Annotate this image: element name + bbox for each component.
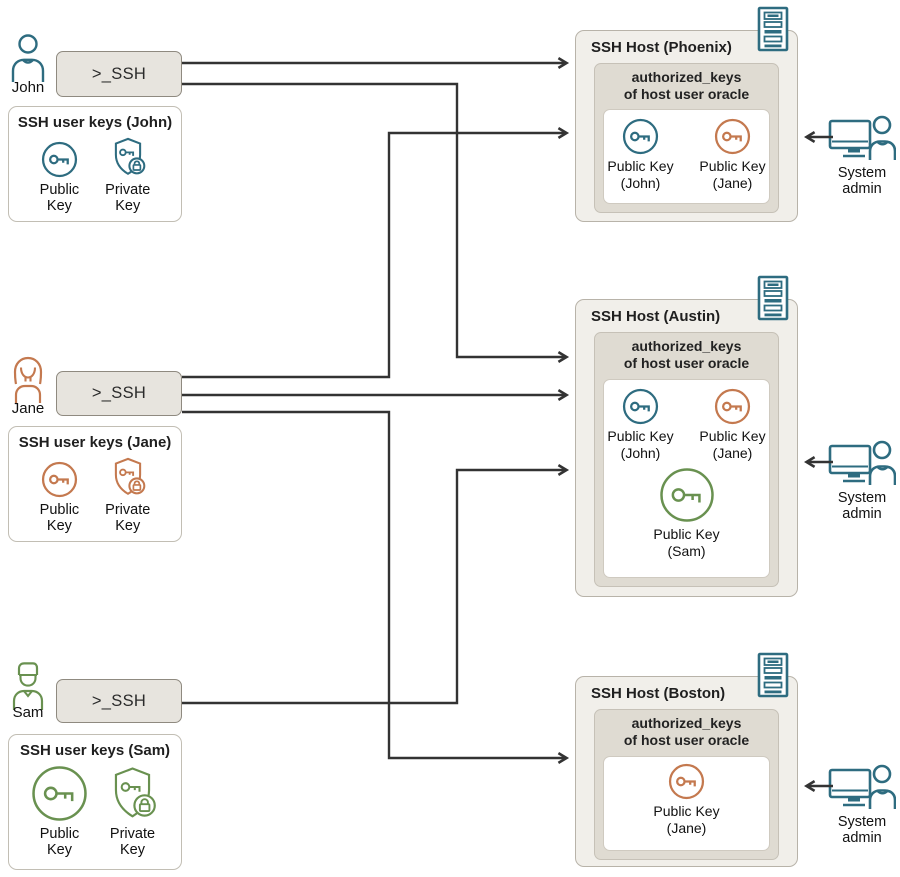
host-phoenix-title: SSH Host (Phoenix) <box>591 39 732 56</box>
authorized-keys-title: authorized_keys of host user oracle <box>623 338 750 372</box>
user-keys-title-sam: SSH user keys (Sam) <box>19 742 171 759</box>
private-key-icon <box>114 137 146 176</box>
arrow-sam-to-austin <box>182 464 570 705</box>
authorized-keys-box: authorized_keys of host user oracle Publ… <box>594 63 779 213</box>
public-key-icon <box>622 388 659 425</box>
server-icon <box>757 275 789 321</box>
private-key-icon <box>114 767 156 818</box>
user-keys-title-jane: SSH user keys (Jane) <box>18 434 172 451</box>
arrow-jane-to-boston <box>182 410 570 764</box>
authorized-keys-box: authorized_keys of host user oracle Publ… <box>594 709 779 860</box>
server-icon <box>757 6 789 52</box>
host-keys-panel: Public Key(John) Public Key(Jane) <box>603 109 770 204</box>
public-key-icon <box>714 388 751 425</box>
public-key-icon <box>668 763 705 800</box>
public-key-entry-jane: Public Key(Jane) <box>646 763 728 836</box>
terminal-jane: >_SSH <box>56 371 182 416</box>
private-key-icon <box>114 457 146 496</box>
user-john-name: John <box>11 79 45 96</box>
public-key-entry-jane: Public Key(Jane) <box>692 118 774 191</box>
server-icon <box>757 652 789 698</box>
authorized-keys-box: authorized_keys of host user oracle Publ… <box>594 332 779 587</box>
public-key-icon <box>714 118 751 155</box>
terminal-john-label: >_SSH <box>91 64 147 83</box>
host-boston: SSH Host (Boston) authorized_keys of hos… <box>575 652 798 867</box>
authorized-keys-title: authorized_keys of host user oracle <box>623 69 750 103</box>
public-key-icon <box>41 461 77 498</box>
public-key-entry-john: Public Key(John) <box>600 388 682 461</box>
public-key-entry-label: Public Key(Sam) <box>653 526 720 559</box>
user-sam-icon <box>12 662 44 710</box>
user-jane-name: Jane <box>11 400 45 417</box>
public-key-entry-label: Public Key(Jane) <box>699 428 766 461</box>
public-key-icon <box>41 141 77 178</box>
host-boston-title: SSH Host (Boston) <box>591 685 726 702</box>
host-keys-panel: Public Key(Jane) <box>603 756 770 851</box>
public-key-icon <box>659 468 714 522</box>
authorized-keys-title: authorized_keys of host user oracle <box>623 715 750 749</box>
terminal-sam-label: >_SSH <box>91 691 147 710</box>
user-john-icon <box>11 34 45 82</box>
host-austin-title: SSH Host (Austin) <box>591 308 721 325</box>
public-key-entry-label: Public Key(John) <box>607 158 674 191</box>
system-admin-icon <box>828 115 896 160</box>
user-jane-icon <box>13 356 43 403</box>
public-key-entry-label: Public Key(Jane) <box>653 803 720 836</box>
public-key-entry-jane: Public Key(Jane) <box>692 388 774 461</box>
public-key-entry-sam: Public Key(Sam) <box>612 467 762 559</box>
host-phoenix: SSH Host (Phoenix) authorized_keys of ho… <box>575 6 798 222</box>
host-keys-panel: Public Key(John) Public Key(Jane) <box>603 379 770 578</box>
system-admin-icon <box>828 440 896 485</box>
user-sam-name: Sam <box>12 704 44 721</box>
public-key-entry-label: Public Key(John) <box>607 428 674 461</box>
user-keys-title-john: SSH user keys (John) <box>17 114 173 131</box>
arrow-john-to-austin <box>182 82 570 363</box>
public-key-entry-john: Public Key(John) <box>600 118 682 191</box>
terminal-john: >_SSH <box>56 51 182 97</box>
public-key-entry-label: Public Key(Jane) <box>699 158 766 191</box>
terminal-jane-label: >_SSH <box>91 384 147 402</box>
arrow-jane-to-phoenix <box>182 127 570 379</box>
public-key-icon <box>622 118 659 155</box>
host-austin: SSH Host (Austin) authorized_keys of hos… <box>575 275 798 597</box>
system-admin-icon <box>828 764 896 809</box>
public-key-icon <box>32 766 87 821</box>
terminal-sam: >_SSH <box>56 679 182 723</box>
